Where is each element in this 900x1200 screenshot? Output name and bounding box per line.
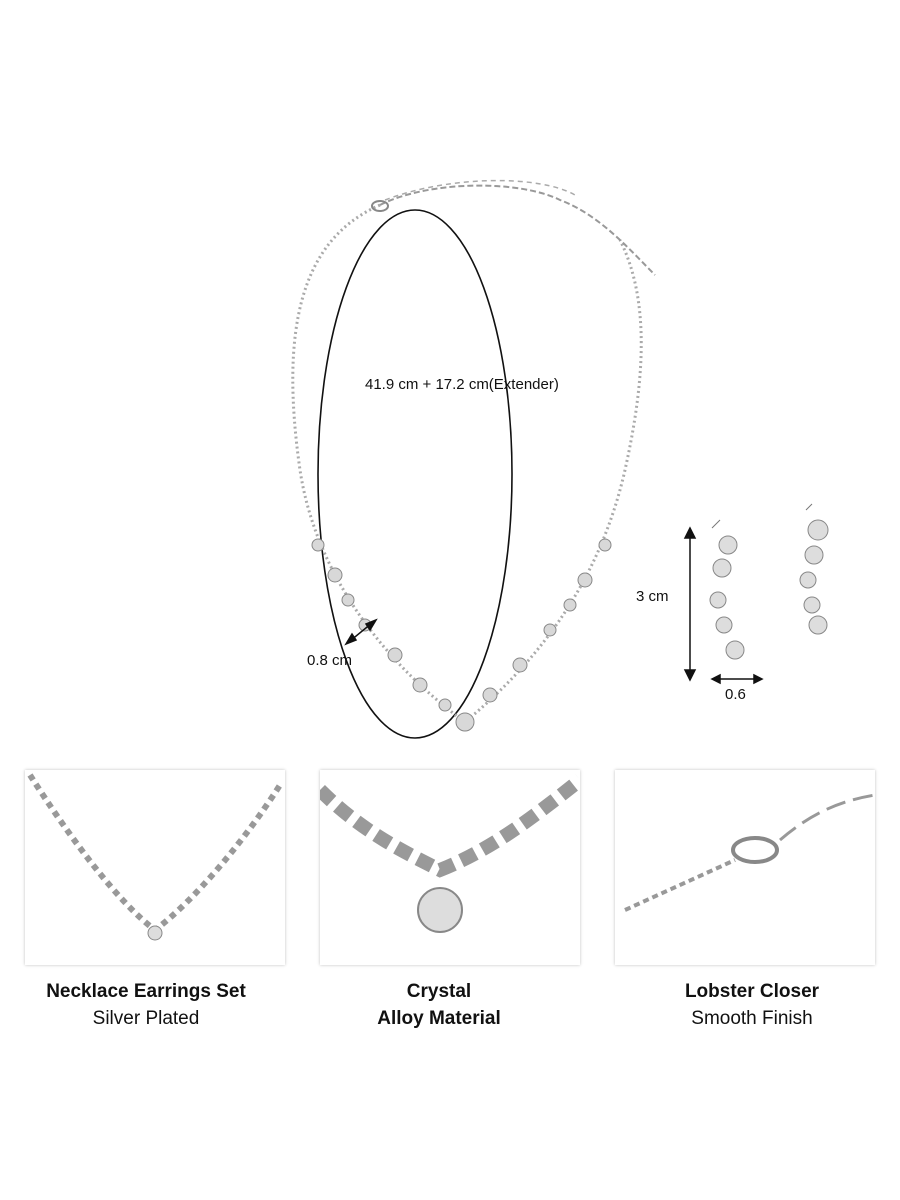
feature-title: Crystal [406, 981, 472, 1002]
earring-width-label: 0.6 [725, 686, 746, 703]
thumbnail-lobster-clasp [615, 770, 875, 965]
feature-subtitle: Silver Plated [92, 1008, 200, 1029]
earring-width-arrow [710, 673, 764, 685]
width-arrow [344, 618, 378, 646]
necklace-width-label: 0.8 cm [307, 652, 353, 669]
earring-length-arrow [683, 526, 697, 682]
lobster-clasp [371, 200, 389, 212]
feature-title: Lobster Closer [684, 981, 820, 1002]
crystal-clusters [311, 538, 612, 732]
thumbnail-necklace-set [25, 770, 285, 965]
necklace-length-label: 41.9 cm + 17.2 cm(Extender) [365, 376, 559, 393]
necklace-chain [291, 203, 643, 724]
neck-outline [317, 209, 513, 739]
extender-chain [379, 184, 656, 276]
necklace-illustration [291, 179, 829, 739]
feature-caption-1: Necklace Earrings Set Silver Plated [0, 978, 296, 1032]
earring-length-label: 3 cm [636, 588, 669, 605]
thumbnail-crystal [320, 770, 580, 965]
feature-caption-3: Lobster Closer Smooth Finish [602, 978, 900, 1032]
feature-subtitle: Alloy Material [377, 1008, 501, 1029]
feature-title: Necklace Earrings Set [46, 981, 246, 1002]
feature-subtitle: Smooth Finish [691, 1008, 813, 1029]
feature-caption-2: Crystal Alloy Material [289, 978, 589, 1032]
earrings [709, 503, 829, 660]
